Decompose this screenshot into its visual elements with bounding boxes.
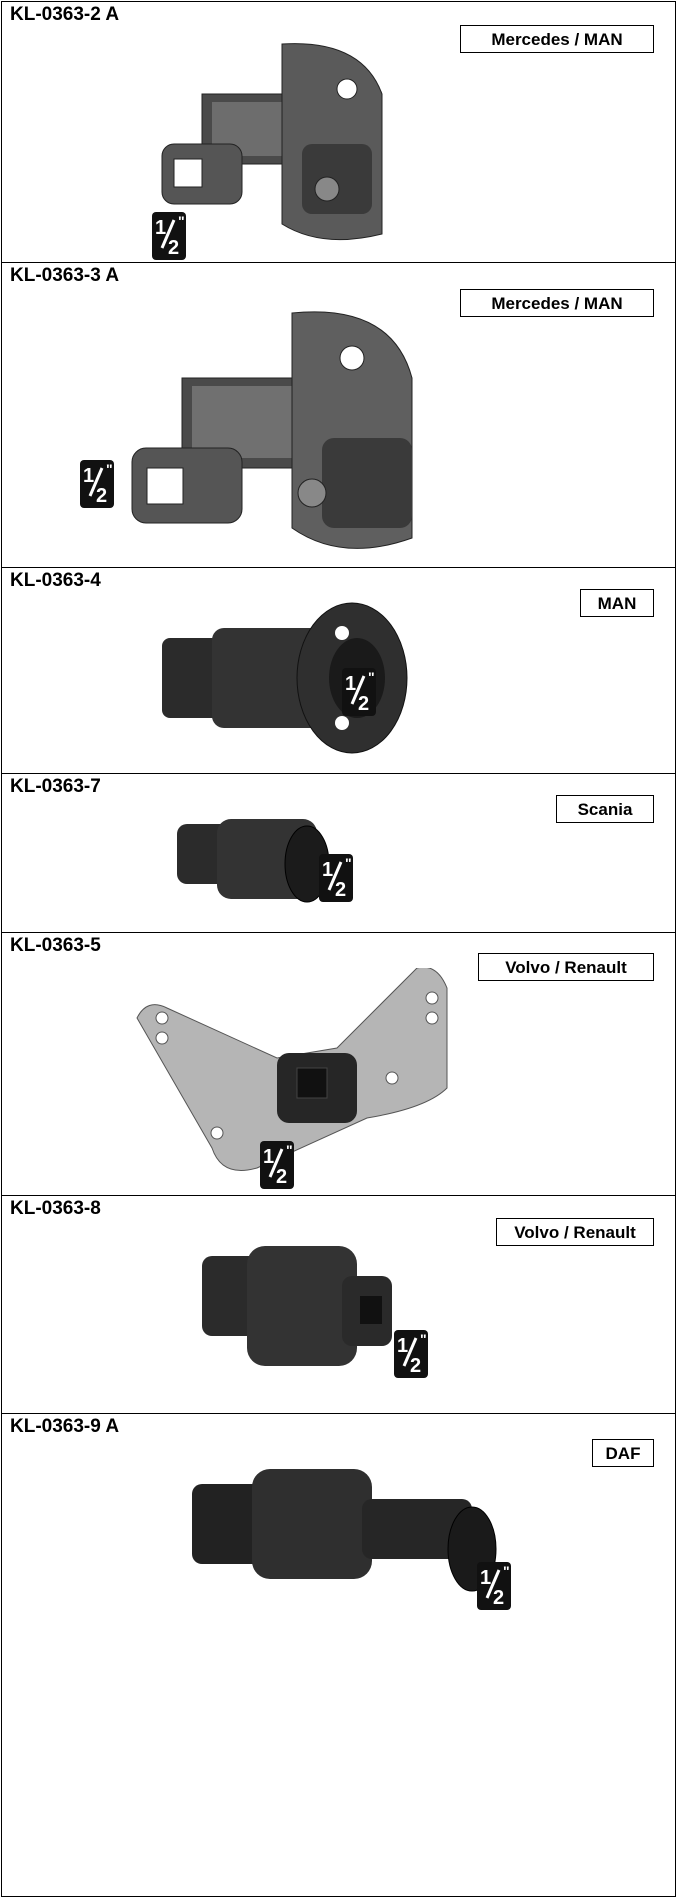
svg-text:": " [106, 461, 113, 477]
plate-gear-tool-icon [136, 968, 448, 1171]
vehicle-brand-label: Scania [556, 795, 654, 823]
svg-text:2: 2 [276, 1166, 287, 1188]
vehicle-brand-label: Volvo / Renault [478, 953, 654, 981]
vehicle-brand-label: Volvo / Renault [496, 1218, 654, 1246]
svg-text:": " [420, 1331, 427, 1347]
svg-text:2: 2 [96, 485, 107, 507]
svg-text:2: 2 [168, 237, 179, 259]
tool-code: KL-0363-8 [10, 1198, 101, 1219]
tool-code: KL-0363-7 [10, 776, 101, 797]
svg-text:2: 2 [335, 879, 346, 901]
tool-code: KL-0363-9 A [10, 1416, 120, 1437]
svg-text:2: 2 [358, 693, 369, 715]
tool-code: KL-0363-3 A [10, 265, 120, 286]
ratchet-gear-tool-icon [131, 311, 413, 549]
long-gear-socket-icon [192, 1469, 497, 1592]
svg-text:2: 2 [410, 1355, 421, 1377]
ratchet-gear-tool-icon [161, 43, 383, 241]
tool-code: KL-0363-5 [10, 935, 101, 956]
tool-code: KL-0363-2 A [10, 4, 120, 25]
svg-text:1: 1 [83, 465, 94, 487]
svg-text:2: 2 [493, 1587, 504, 1609]
svg-text:": " [286, 1142, 293, 1158]
vehicle-brand-label: MAN [580, 589, 654, 617]
tool-code: KL-0363-4 [10, 570, 101, 591]
gear-socket-icon [177, 819, 330, 903]
vehicle-brand-label: Mercedes / MAN [460, 25, 654, 53]
svg-text:": " [345, 855, 352, 871]
svg-text:1: 1 [397, 1335, 408, 1357]
badge-text: 1 [155, 217, 166, 239]
vehicle-brand-label: DAF [592, 1439, 654, 1467]
svg-text:1: 1 [322, 859, 333, 881]
svg-text:1: 1 [480, 1567, 491, 1589]
gear-socket-icon [202, 1246, 392, 1366]
svg-text:": " [503, 1563, 510, 1579]
svg-text:1: 1 [263, 1146, 274, 1168]
vehicle-brand-label: Mercedes / MAN [460, 289, 654, 317]
svg-text:1: 1 [345, 673, 356, 695]
svg-text:": " [178, 213, 185, 229]
svg-text:": " [368, 669, 375, 685]
